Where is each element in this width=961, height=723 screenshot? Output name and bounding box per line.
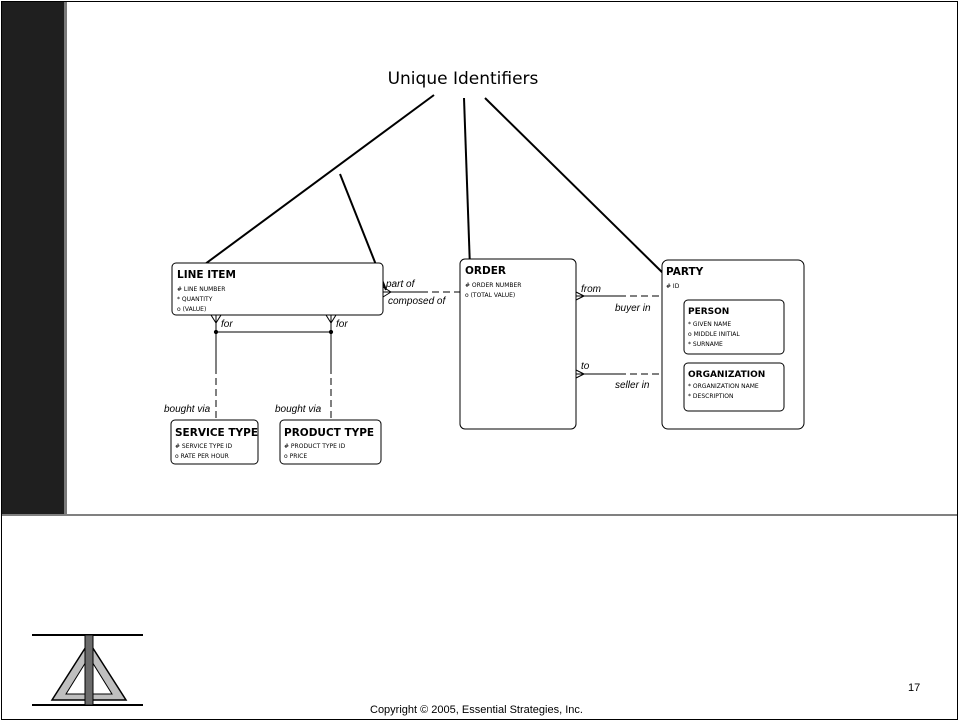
rel-order-party-seller xyxy=(575,369,662,379)
attribute: o PRICE xyxy=(284,453,307,460)
entity-name: ORGANIZATION xyxy=(688,370,765,380)
entity-service-type[interactable]: SERVICE TYPE # SERVICE TYPE ID o RATE PE… xyxy=(170,419,259,465)
attribute: # ORDER NUMBER xyxy=(465,282,521,289)
attribute: * GIVEN NAME xyxy=(688,321,731,328)
rel-label-bought-via: bought via xyxy=(164,404,211,415)
page-title: Unique Identifiers xyxy=(388,69,539,89)
entity-name: SERVICE TYPE xyxy=(175,427,258,439)
entity-name: PRODUCT TYPE xyxy=(284,427,374,439)
attribute: # SERVICE TYPE ID xyxy=(175,443,233,450)
attribute: # ID xyxy=(666,283,680,290)
rel-label-bought-via: bought via xyxy=(275,404,322,415)
attribute: * SURNAME xyxy=(688,341,723,348)
entity-order[interactable]: ORDER # ORDER NUMBER o (TOTAL VALUE) xyxy=(459,258,577,430)
attribute: o RATE PER HOUR xyxy=(175,453,229,460)
side-bar-edge xyxy=(64,2,67,514)
attribute: # LINE NUMBER xyxy=(177,286,225,293)
company-logo xyxy=(32,634,143,706)
rel-label-from: from xyxy=(581,284,601,295)
entity-name: PERSON xyxy=(688,307,729,317)
entity-line-item[interactable]: LINE ITEM # LINE NUMBER * QUANTITY o (VA… xyxy=(171,262,384,316)
rel-label-for: for xyxy=(336,319,348,330)
attribute: * ORGANIZATION NAME xyxy=(688,383,759,390)
attribute: o MIDDLE INITIAL xyxy=(688,331,740,338)
rel-line-item-service-type xyxy=(210,314,222,420)
page-number: 17 xyxy=(908,682,920,694)
rel-label-seller-in: seller in xyxy=(615,380,650,391)
rel-order-party-buyer xyxy=(575,291,662,301)
entity-name: ORDER xyxy=(465,265,506,277)
entity-organization[interactable]: ORGANIZATION * ORGANIZATION NAME * DESCR… xyxy=(683,362,785,412)
attribute: * QUANTITY xyxy=(177,296,213,303)
rel-line-item-order xyxy=(382,286,460,298)
attribute: o (VALUE) xyxy=(177,306,206,313)
entity-person[interactable]: PERSON * GIVEN NAME o MIDDLE INITIAL * S… xyxy=(683,299,785,355)
attribute: * DESCRIPTION xyxy=(688,393,734,400)
rel-label-to: to xyxy=(581,361,590,372)
side-bar xyxy=(2,2,66,514)
entity-name: PARTY xyxy=(666,266,704,278)
callout-line-item-uid xyxy=(177,94,435,285)
copyright-text: Copyright © 2005, Essential Strategies, … xyxy=(370,704,583,716)
rel-label-part-of: part of xyxy=(385,279,416,290)
rel-label-buyer-in: buyer in xyxy=(615,303,651,314)
callout-order-uid xyxy=(463,97,471,269)
attribute: # PRODUCT TYPE ID xyxy=(284,443,346,450)
rel-label-composed-of: composed of xyxy=(388,296,446,307)
entity-product-type[interactable]: PRODUCT TYPE # PRODUCT TYPE ID o PRICE xyxy=(279,419,382,465)
callout-party-uid xyxy=(484,97,669,279)
rel-label-for: for xyxy=(221,319,233,330)
rel-line-item-product-type xyxy=(325,314,337,420)
entity-name: LINE ITEM xyxy=(177,269,236,281)
attribute: o (TOTAL VALUE) xyxy=(465,292,515,299)
uid-callout-lines xyxy=(177,94,669,291)
